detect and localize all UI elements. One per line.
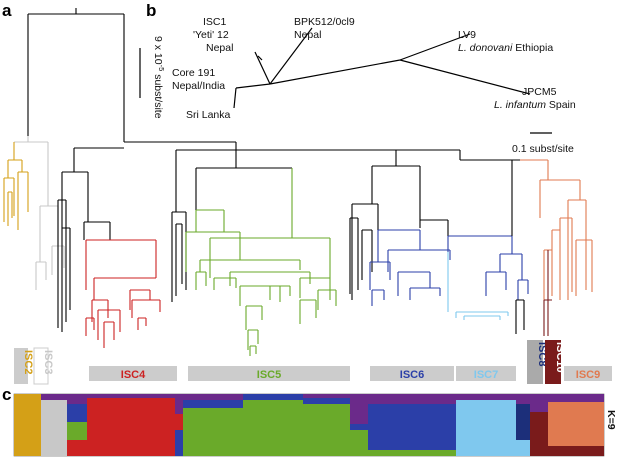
label-core-region: Nepal/India [172, 80, 225, 92]
phylogenetic-tree [3, 8, 593, 356]
label-isc1-nepal: Nepal [206, 42, 233, 54]
group-label-isc7: ISC7 [474, 369, 498, 381]
unrooted-tree-b [233, 27, 552, 134]
group-label-isc4: ISC4 [121, 369, 146, 381]
group-box-isc6 [370, 366, 454, 381]
label-jpcm-origin: L. infantum Spain [494, 99, 576, 111]
panel-label-a: a [2, 1, 12, 20]
group-label-isc10: ISC10 [554, 342, 566, 373]
scale-label-a: 9 x 10-5 subst/site [152, 36, 166, 119]
group-box-isc10 [545, 340, 561, 384]
group-label-isc2: ISC2 [22, 350, 34, 374]
label-jpcm: JPCM5 [522, 86, 557, 98]
group-label-isc5: ISC5 [257, 369, 281, 381]
label-bpk-nepal: Nepal [294, 29, 321, 41]
structure-plot [13, 393, 605, 457]
group-box-isc3 [33, 347, 49, 385]
group-box-isc5 [188, 366, 350, 381]
group-box-isc2 [14, 348, 28, 384]
group-label-isc3: ISC3 [42, 350, 54, 374]
label-srilanka: Sri Lanka [186, 109, 231, 121]
group-box-isc4 [89, 366, 177, 381]
label-isc1: ISC1 [203, 16, 227, 28]
label-core: Core 191 [172, 67, 215, 79]
group-box-isc7 [456, 366, 516, 381]
group-label-isc6: ISC6 [400, 369, 424, 381]
group-labels: ISC2 ISC3 ISC4 ISC5 ISC6 ISC7 ISC8 ISC10… [14, 340, 612, 385]
k-label: K=9 [605, 410, 617, 430]
label-lv9: LV9 [458, 29, 476, 41]
label-yeti: 'Yeti' 12 [193, 29, 229, 41]
group-label-isc9: ISC9 [576, 369, 600, 381]
scale-label-b: 0.1 subst/site [512, 143, 574, 155]
panel-label-c: c [2, 385, 11, 404]
panel-label-b: b [146, 1, 156, 20]
group-box-isc9 [564, 366, 612, 381]
group-box-isc8 [527, 340, 543, 384]
label-lv9-origin: L. donovani Ethiopia [458, 42, 553, 54]
label-bpk: BPK512/0cl9 [294, 16, 355, 28]
